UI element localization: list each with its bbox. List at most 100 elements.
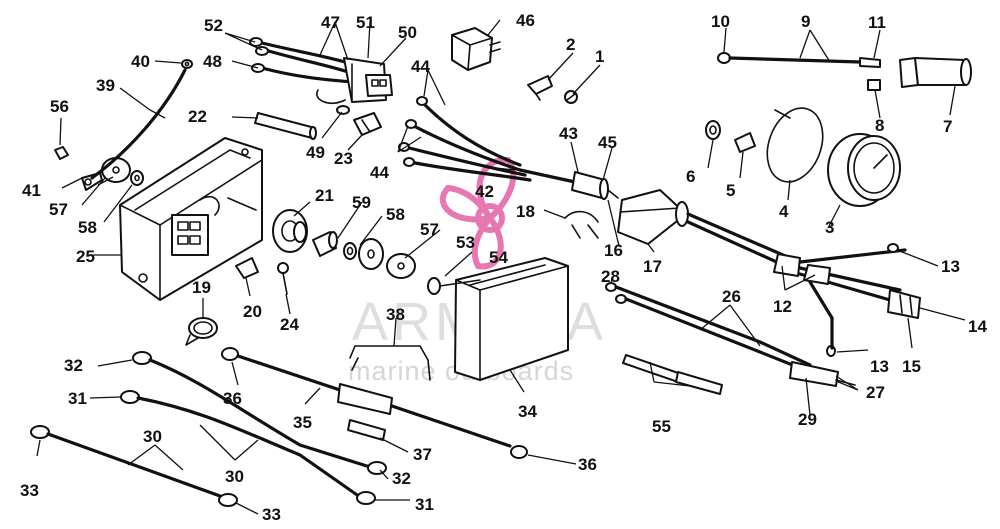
leader-lines [36, 19, 966, 515]
hose-clamp [185, 317, 218, 346]
washer-large [386, 253, 416, 279]
callout-25: 25 [76, 247, 95, 266]
callout-35: 35 [293, 413, 312, 432]
callout-28: 28 [601, 267, 620, 286]
callout-59: 59 [352, 193, 371, 212]
callout-46: 46 [516, 11, 535, 30]
callout-50: 50 [398, 23, 417, 42]
callout-57-left: 57 [49, 200, 68, 219]
callout-44-lower: 44 [370, 163, 389, 182]
callout-2: 2 [566, 35, 575, 54]
lamp-socket [705, 120, 721, 140]
callout-38: 38 [386, 305, 405, 324]
callout-31-left: 31 [68, 389, 87, 408]
callout-48: 48 [203, 52, 222, 71]
callout-9: 9 [801, 12, 810, 31]
callout-19: 19 [192, 278, 211, 297]
insulator-sleeves [622, 354, 723, 395]
wire-clip [564, 210, 599, 239]
callout-16: 16 [604, 241, 623, 260]
nut [343, 242, 357, 260]
callout-41: 41 [22, 181, 41, 200]
sender-pin [867, 79, 881, 91]
callout-13-lower: 13 [870, 357, 889, 376]
callout-54: 54 [489, 248, 508, 267]
callout-32-right: 32 [392, 469, 411, 488]
callout-1: 1 [595, 47, 604, 66]
callout-45: 45 [598, 133, 617, 152]
callout-51: 51 [356, 13, 375, 32]
callout-11: 11 [868, 13, 886, 32]
bulb [734, 132, 756, 153]
callout-56: 56 [50, 97, 69, 116]
gauge-harness [398, 96, 619, 200]
callout-12: 12 [773, 297, 792, 316]
callout-57-right: 57 [420, 220, 439, 239]
callout-27: 27 [866, 383, 885, 402]
callout-47: 47 [321, 13, 340, 32]
sender-lead [717, 52, 881, 68]
callout-36-right: 36 [578, 455, 597, 474]
fuel-sender [899, 57, 972, 88]
tachometer-gauge [827, 133, 901, 207]
callout-33-right: 33 [262, 505, 281, 524]
callout-58-right: 58 [386, 205, 405, 224]
bushing [312, 231, 338, 257]
battery-harness [605, 282, 856, 387]
ground-wire [90, 59, 193, 180]
callout-10: 10 [711, 12, 730, 31]
callout-22: 22 [188, 107, 207, 126]
callout-53: 53 [456, 233, 475, 252]
callout-33-left: 33 [20, 481, 39, 500]
callout-13-upper: 13 [941, 257, 960, 276]
retainer-ring [766, 107, 824, 183]
callout-49: 49 [306, 143, 325, 162]
rectifier-box [454, 257, 569, 381]
mount-bolt [427, 277, 481, 295]
callout-23: 23 [334, 149, 353, 168]
junction-box [119, 137, 263, 301]
callout-21: 21 [315, 186, 334, 205]
callout-29: 29 [798, 410, 817, 429]
trim-harness [617, 189, 921, 357]
callout-18: 18 [516, 202, 535, 221]
callout-3: 3 [825, 218, 834, 237]
rod [254, 112, 317, 140]
washer [358, 238, 384, 270]
callout-7: 7 [943, 117, 952, 136]
clip-bracket [527, 75, 553, 101]
ground-strap-hardware [54, 146, 144, 191]
callout-5: 5 [726, 181, 735, 200]
callout-17: 17 [643, 257, 662, 276]
callout-42: 42 [475, 182, 494, 201]
callout-30-right: 30 [225, 467, 244, 486]
clip [235, 257, 259, 279]
callout-40: 40 [131, 52, 150, 71]
callout-37: 37 [413, 445, 432, 464]
callout-55: 55 [652, 417, 671, 436]
callout-34: 34 [518, 402, 537, 421]
callout-58-left: 58 [78, 218, 97, 237]
battery-cables [30, 351, 387, 507]
relay [451, 27, 501, 71]
callout-14: 14 [968, 317, 987, 336]
callout-32-left: 32 [64, 356, 83, 375]
callout-8: 8 [875, 116, 884, 135]
callout-39: 39 [96, 76, 115, 95]
callout-24: 24 [280, 315, 299, 334]
callout-4: 4 [779, 202, 789, 221]
grommet [272, 209, 308, 253]
mount-screw [564, 90, 578, 104]
callout-43: 43 [559, 124, 578, 143]
callout-36-left: 36 [223, 389, 242, 408]
cable-assembly [221, 347, 528, 459]
callout-44-upper: 44 [411, 57, 430, 76]
wire-spring [349, 345, 431, 381]
callout-26: 26 [722, 287, 741, 306]
callout-30-left: 30 [143, 427, 162, 446]
callout-31-right: 31 [415, 495, 434, 514]
callout-numbers: 1 2 3 4 5 6 7 8 9 10 11 12 13 13 14 15 1… [20, 11, 987, 524]
screw [277, 262, 289, 295]
